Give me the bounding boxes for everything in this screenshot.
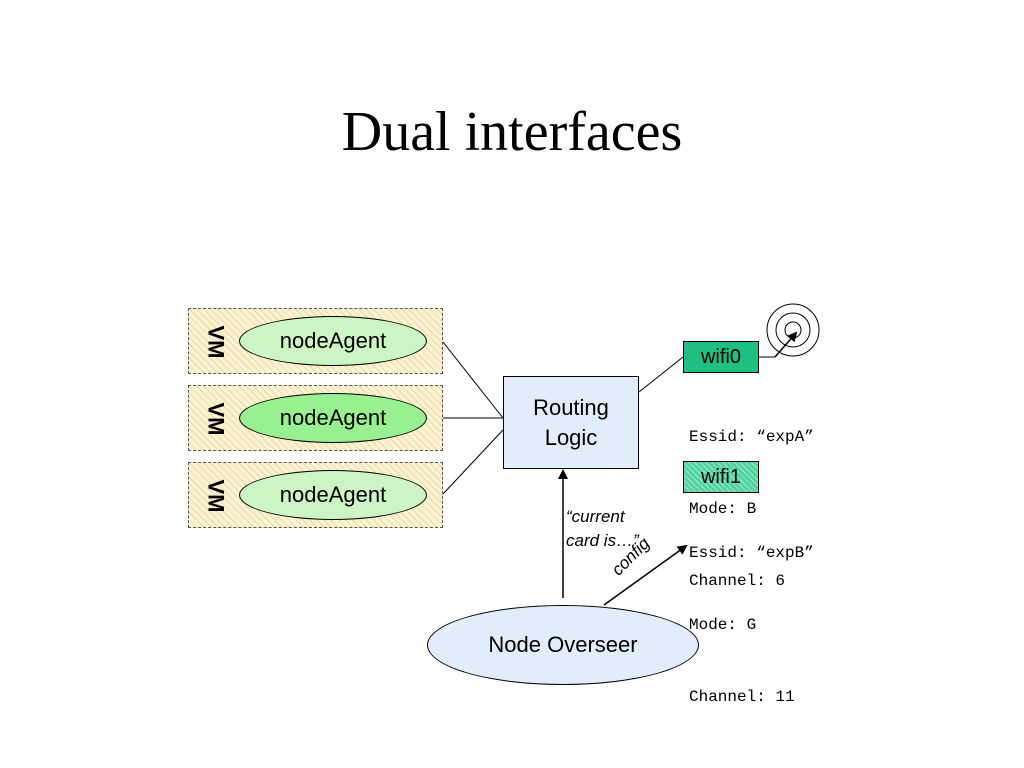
wifi1-config: Essid: “expB” Mode: G Channel: 11 (689, 493, 814, 733)
current-card-annotation: “current card is…” (566, 507, 639, 550)
routing-line-2: Logic (544, 424, 598, 450)
routing-logic-box: Routing Logic (503, 376, 639, 469)
vm1-to-routing-line (442, 341, 504, 419)
node-agent-1: nodeAgent (239, 316, 427, 366)
vm-box-3: VM nodeAgent (188, 462, 443, 528)
node-agent-2: nodeAgent (239, 393, 427, 443)
wifi0-mode: Mode: B (689, 500, 757, 518)
wifi0-channel: Channel: 6 (689, 572, 786, 590)
wifi0-essid: Essid: “expA” (689, 428, 814, 446)
wifi0-interface: wifi0 (683, 341, 759, 373)
wifi1-essid: Essid: “expB” (689, 544, 814, 562)
wifi1-channel: Channel: 11 (689, 688, 795, 706)
wifi0-config: Essid: “expA” Mode: B Channel: 6 (689, 377, 814, 617)
node-agent-3: nodeAgent (239, 470, 427, 520)
wifi1-interface: wifi1 (683, 461, 759, 493)
vm-label: VM (203, 325, 228, 359)
vm-box-1: VM nodeAgent (188, 308, 443, 374)
vm-label: VM (203, 479, 228, 513)
routing-to-wifi0-line (638, 356, 684, 393)
wifi1-mode: Mode: G (689, 616, 757, 634)
slide-title: Dual interfaces (341, 101, 683, 163)
routing-line-1: Routing (533, 394, 609, 420)
antenna-signal-icon (766, 303, 820, 357)
vm3-to-routing-line (442, 429, 504, 495)
overseer-to-wifi1-config-arrow (603, 544, 688, 606)
node-overseer: Node Overseer (427, 605, 699, 685)
vm-box-2: VM nodeAgent (188, 385, 443, 451)
vm-label: VM (203, 402, 228, 436)
